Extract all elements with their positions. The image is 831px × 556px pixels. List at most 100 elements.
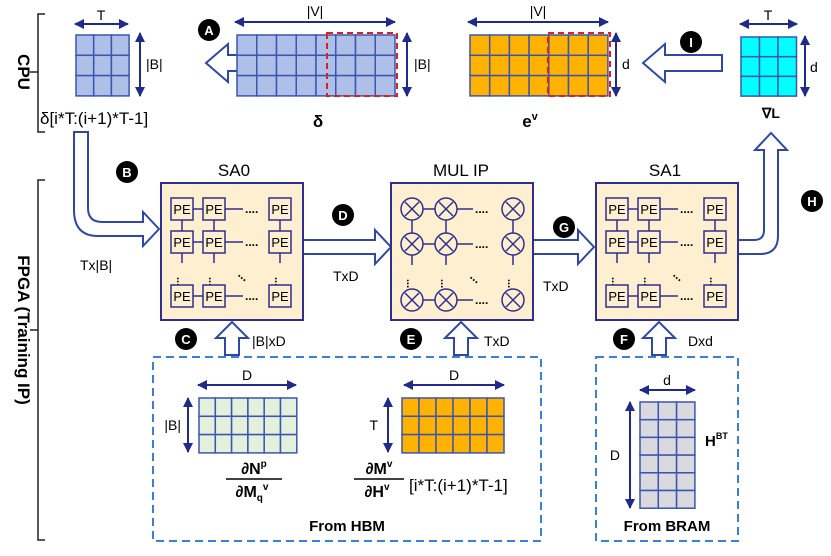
delta-label: δ bbox=[313, 112, 323, 131]
delta-grid-cell bbox=[374, 34, 396, 57]
pe-label: PE bbox=[706, 235, 724, 250]
delta-grid bbox=[236, 34, 396, 97]
svg-text:A: A bbox=[204, 23, 214, 38]
frac2-slice: [i*T:(i+1)*T-1] bbox=[409, 476, 508, 495]
bram-grid-cell bbox=[639, 489, 660, 509]
dim-d-bram: d bbox=[663, 372, 671, 388]
delta-grid-cell bbox=[236, 74, 258, 97]
dim-D-hbm1: D bbox=[242, 367, 252, 383]
arrow-B bbox=[73, 131, 161, 249]
bram-grid-cell bbox=[675, 489, 696, 509]
ev-grid-cell bbox=[528, 54, 550, 77]
hbm-box: D |B| ∂Np ∂Mqv D T ∂Mv ∂Hv [i*T:(i+1)*T-… bbox=[152, 356, 542, 542]
pe-label: PE bbox=[608, 202, 626, 217]
ev-grid-cell bbox=[488, 74, 511, 97]
pe-cell bbox=[202, 230, 226, 254]
svg-text:G: G bbox=[559, 220, 569, 235]
hbm2-grid-cell bbox=[469, 415, 488, 436]
delta-grid-cell bbox=[374, 74, 396, 97]
dim-TxB: Tx|B| bbox=[80, 257, 112, 273]
hbm2-grid-cell bbox=[452, 433, 471, 454]
ev-grid-cell bbox=[548, 54, 570, 77]
dim-BxD: |B|xD bbox=[252, 333, 286, 349]
bram-grid-cell bbox=[639, 454, 660, 474]
hbm1-grid bbox=[198, 397, 298, 454]
pe-cell bbox=[170, 197, 194, 221]
dim-B-left: |B| bbox=[146, 56, 163, 72]
hbm2-grid-cell bbox=[401, 433, 420, 454]
delta-slice-matrix: T |B| δ[i*T:(i+1)*T-1] bbox=[40, 7, 163, 128]
hbm1-grid-cell bbox=[198, 415, 217, 436]
hbm2-grid-cell bbox=[486, 415, 505, 436]
pe-label: PE bbox=[640, 235, 658, 250]
pe-col-ellipsis: ... bbox=[609, 277, 621, 286]
delta-slice-grid-cell bbox=[110, 74, 130, 97]
bram-grid bbox=[639, 401, 696, 509]
ev-grid-cell bbox=[508, 34, 530, 57]
delta-grid-cell bbox=[295, 74, 317, 97]
dim-V-delta: |V| bbox=[307, 3, 324, 19]
bram-grid-cell bbox=[657, 436, 678, 456]
bram-grid-cell bbox=[675, 436, 696, 456]
dim-T-hbm2: T bbox=[369, 417, 378, 433]
hbm1-grid-cell bbox=[247, 433, 265, 454]
dim-T-gradL: T bbox=[764, 7, 773, 23]
pe-cell bbox=[637, 197, 661, 221]
ev-grid-cell bbox=[469, 74, 491, 97]
hbm1-grid-cell bbox=[247, 397, 265, 418]
delta-grid-cell bbox=[354, 74, 376, 97]
ev-grid-cell bbox=[587, 74, 609, 97]
pe-label: PE bbox=[640, 202, 658, 217]
delta-grid-cell bbox=[354, 54, 376, 77]
delta-grid-cell bbox=[275, 54, 297, 77]
ev-grid-cell bbox=[528, 34, 550, 57]
bram-grid-cell bbox=[675, 472, 696, 492]
mul-array: ........................ bbox=[400, 197, 525, 312]
hbm2-grid-cell bbox=[435, 433, 454, 454]
dim-TxD-D: TxD bbox=[333, 268, 359, 284]
pe-cell bbox=[268, 230, 292, 254]
pe-label: PE bbox=[173, 235, 191, 250]
dim-B-hbm1: |B| bbox=[164, 417, 181, 433]
pe-row-ellipsis: .... bbox=[680, 289, 693, 303]
step-A-badge: A bbox=[198, 19, 220, 41]
hbm1-grid-cell bbox=[214, 397, 233, 418]
bram-grid-cell bbox=[639, 418, 660, 439]
hbm-label: From HBM bbox=[309, 518, 385, 535]
hbm1-grid-cell bbox=[279, 433, 298, 454]
ev-grid-cell bbox=[587, 34, 609, 57]
bram-label: From BRAM bbox=[624, 518, 711, 535]
bram-grid-cell bbox=[657, 472, 678, 492]
arrow-F bbox=[640, 320, 678, 356]
gradL-grid-cell bbox=[758, 75, 779, 97]
bram-box: d D HBT From BRAM bbox=[595, 356, 739, 542]
hbm2-grid-cell bbox=[418, 415, 437, 436]
delta-grid-cell bbox=[315, 34, 337, 57]
hbm2-grid-cell bbox=[435, 415, 454, 436]
ev-grid-cell bbox=[488, 34, 511, 57]
pe-row-ellipsis: .... bbox=[680, 235, 693, 249]
delta-slice-grid-cell bbox=[75, 54, 95, 77]
delta-slice-grid bbox=[75, 34, 130, 97]
pe-label: PE bbox=[706, 202, 724, 217]
pe-label: PE bbox=[173, 202, 191, 217]
delta-grid-cell bbox=[256, 54, 278, 77]
gradL-label: ∇L bbox=[761, 105, 780, 121]
ev-selection-box bbox=[547, 32, 611, 97]
bram-grid-cell bbox=[675, 418, 696, 439]
pe-label: PE bbox=[608, 289, 626, 304]
delta-matrix: |V| |B| δ bbox=[234, 3, 431, 131]
gradL-grid-cell bbox=[758, 55, 779, 78]
hbm1-grid-cell bbox=[247, 415, 265, 436]
pe-cell bbox=[605, 230, 629, 254]
delta-grid-cell bbox=[335, 74, 357, 97]
delta-grid-cell bbox=[256, 74, 278, 97]
pe-row-ellipsis: .... bbox=[245, 289, 258, 303]
delta-slice-grid-cell bbox=[75, 34, 95, 57]
ev-grid-cell bbox=[528, 74, 550, 97]
delta-grid-cell bbox=[295, 54, 317, 77]
hbm1-grid-cell bbox=[279, 397, 298, 418]
pe-cell bbox=[703, 230, 727, 254]
